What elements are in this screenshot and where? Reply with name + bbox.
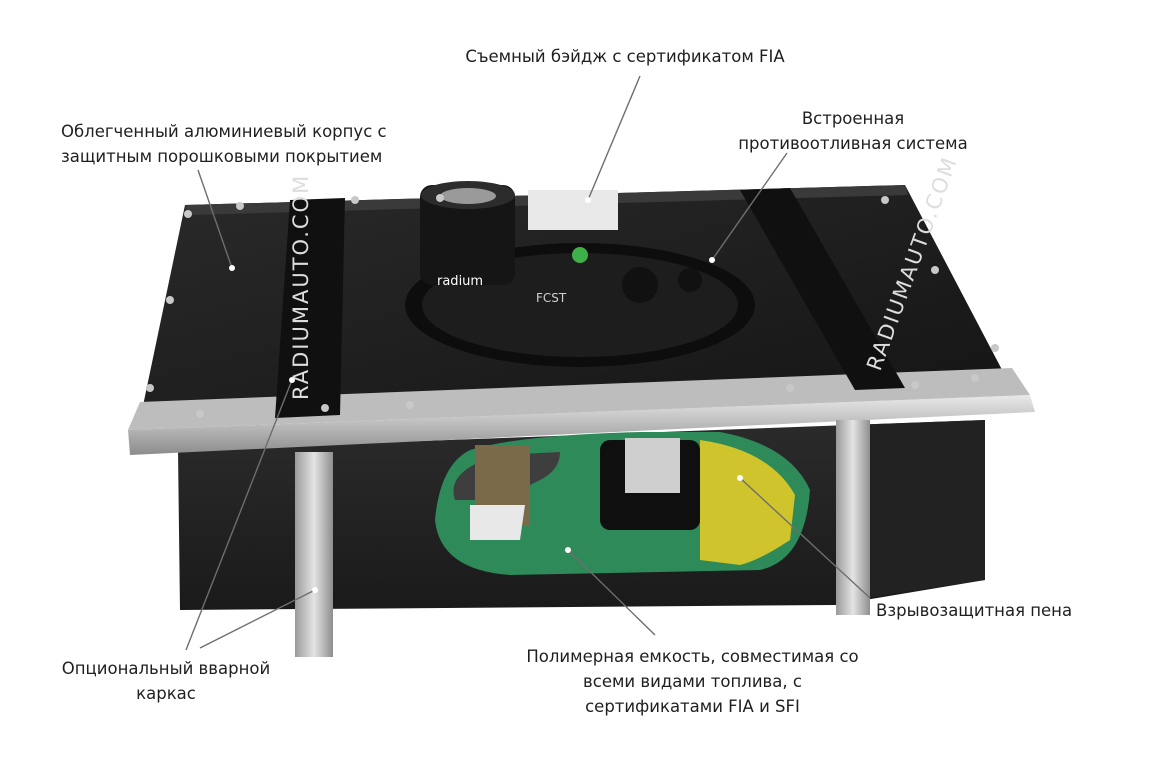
label-housing: Облегченный алюминиевый корпус с защитны…: [61, 122, 387, 166]
fuel-cell-plate: [405, 181, 755, 367]
aluminium-frame: [128, 368, 1035, 657]
label-fia-badge: Съемный бэйдж с сертификатом FIA: [465, 47, 785, 66]
pump-logo: radium: [437, 274, 483, 289]
leader-dots: [229, 197, 743, 593]
label-anti-surge: Встроенная противоотливная система: [738, 109, 968, 153]
label-foam: Взрывозащитная пена: [876, 601, 1073, 620]
cutaway-bladder: [435, 432, 810, 575]
lid-bolts: [146, 194, 999, 418]
plate-text: FCST: [536, 291, 567, 305]
leader-badge: [587, 75, 641, 201]
leader-lines: [185, 75, 871, 651]
strap-text-left: RADIUMAUTO.COM: [289, 174, 313, 400]
label-bladder: Полимерная емкость, совместимая со всеми…: [526, 647, 859, 716]
lid-straps: [275, 188, 905, 418]
leader-foam: [739, 477, 871, 599]
leader-frame-2: [199, 589, 316, 649]
leader-bladder: [567, 549, 656, 636]
leader-frame-1: [185, 379, 293, 651]
leader-antisurge: [711, 152, 788, 261]
leader-housing: [197, 169, 233, 269]
label-welded-frame: Опциональный вварной каркас: [61, 659, 271, 703]
